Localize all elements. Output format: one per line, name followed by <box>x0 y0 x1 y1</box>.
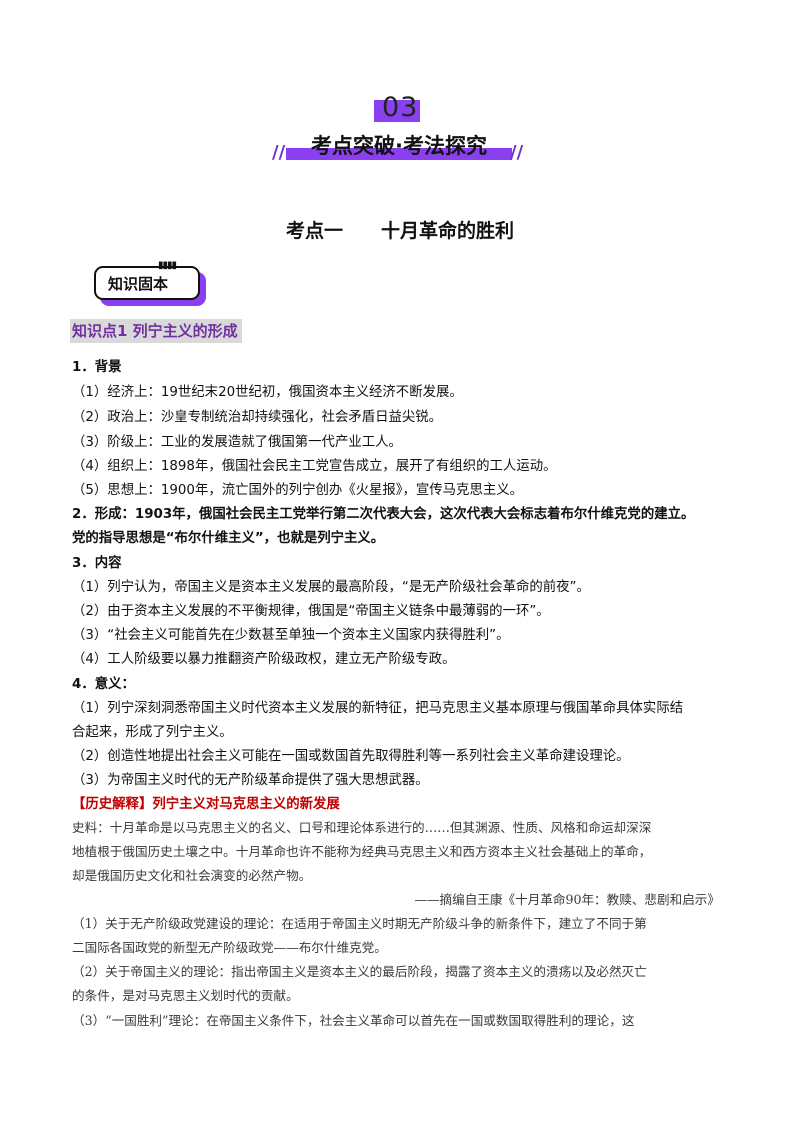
content-line: （2）创造性地提出社会主义可能在一国或数国首先取得胜利等一系列社会主义革命建设理… <box>72 749 630 764</box>
content-line: （2）政治上：沙皇专制统治却持续强化，社会矛盾日益尖锐。 <box>72 410 443 425</box>
content-line: （1）经济上：19世纪末20世纪初，俄国资本主义经济不断发展。 <box>72 385 463 400</box>
content-line: 4．意义： <box>72 677 135 692</box>
content-line: 2．形成：1903年，俄国社会民主工党举行第二次代表大会，这次代表大会标志着布尔… <box>72 507 695 522</box>
content-line: （3）阶级上：工业的发展造就了俄国第一代产业工人。 <box>72 435 402 450</box>
tag-box <box>94 266 200 300</box>
analysis-line: （3）“一国胜利”理论：在帝国主义条件下，社会主义革命可以首先在一国或数国取得胜… <box>72 1013 635 1028</box>
topic-title: 考点一 十月革命的胜利 <box>285 220 514 242</box>
content-line: （4）工人阶级要以暴力推翻资产阶级政权，建立无产阶级专政。 <box>72 652 456 667</box>
content-line: （1）列宁认为，帝国主义是资本主义发展的最高阶段，“是无产阶级社会革命的前夜”。 <box>72 580 590 595</box>
analysis-line: 的条件，是对马克思主义划时代的贡献。 <box>72 988 299 1003</box>
analysis-line: （2）关于帝国主义的理论：指出帝国主义是资本主义的最后阶段，揭露了资本主义的溃疡… <box>72 964 647 979</box>
content-line: （3）“社会主义可能首先在少数甚至单独一个资本主义国家内获得胜利”。 <box>72 628 510 643</box>
content-line: 3．内容 <box>72 556 122 571</box>
knowledge-tag: ▮▮▮▮ 知识固本 <box>94 260 206 306</box>
history-explanation-heading: 【历史解释】列宁主义对马克思主义的新发展 <box>72 797 340 812</box>
content-line: （4）组织上：1898年，俄国社会民主工党宣告成立，展开了有组织的工人运动。 <box>72 459 557 474</box>
source-line: 史料：十月革命是以马克思主义的名义、口号和理论体系进行的……但其渊源、性质、风格… <box>72 820 652 835</box>
section-number-highlight <box>374 100 420 122</box>
knowledge-point-heading: 知识点1 列宁主义的形成 <box>70 319 242 343</box>
right-slash-decoration: // <box>510 142 524 163</box>
source-line: 地植根于俄国历史土壤之中。十月革命也许不能称为经典马克思主义和西方资本主义社会基… <box>72 844 652 859</box>
source-citation: ——摘编自王康《十月革命90年：教赎、悲剧和启示》 <box>414 892 720 907</box>
content-line: （1）列宁深刻洞悉帝国主义时代资本主义发展的新特征，把马克思主义基本原理与俄国革… <box>72 701 684 716</box>
analysis-line: 二国际各国政党的新型无产阶级政党——布尔什维克党。 <box>72 940 387 955</box>
section-banner: 考点突破·考法探究 <box>274 128 524 164</box>
content-line: （3）为帝国主义时代的无产阶级革命提供了强大思想武器。 <box>72 773 429 788</box>
content-line: 合起来，形成了列宁主义。 <box>72 725 233 740</box>
content-line: （5）思想上：1900年，流亡国外的列宁创办《火星报》，宣传马克思主义。 <box>72 483 524 498</box>
section-number: 03 <box>368 92 428 128</box>
tag-label: 知识固本 <box>108 275 169 293</box>
section-title: 考点突破·考法探究 <box>311 134 487 158</box>
analysis-line: （1）关于无产阶级政党建设的理论：在适用于帝国主义时期无产阶级斗争的新条件下，建… <box>72 916 647 931</box>
content-line: 党的指导思想是“布尔什维主义”，也就是列宁主义。 <box>72 531 385 546</box>
content-line: （2）由于资本主义发展的不平衡规律，俄国是“帝国主义链条中最薄弱的一环”。 <box>72 604 550 619</box>
notebook-rings-icon: ▮▮▮▮ <box>158 260 177 271</box>
left-slash-decoration: // <box>272 142 286 163</box>
content-line: 1．背景 <box>72 360 122 375</box>
section-number-text: 03 <box>382 92 419 123</box>
source-line: 却是俄国历史文化和社会演变的必然产物。 <box>72 868 312 883</box>
section-banner-highlight <box>286 148 512 160</box>
